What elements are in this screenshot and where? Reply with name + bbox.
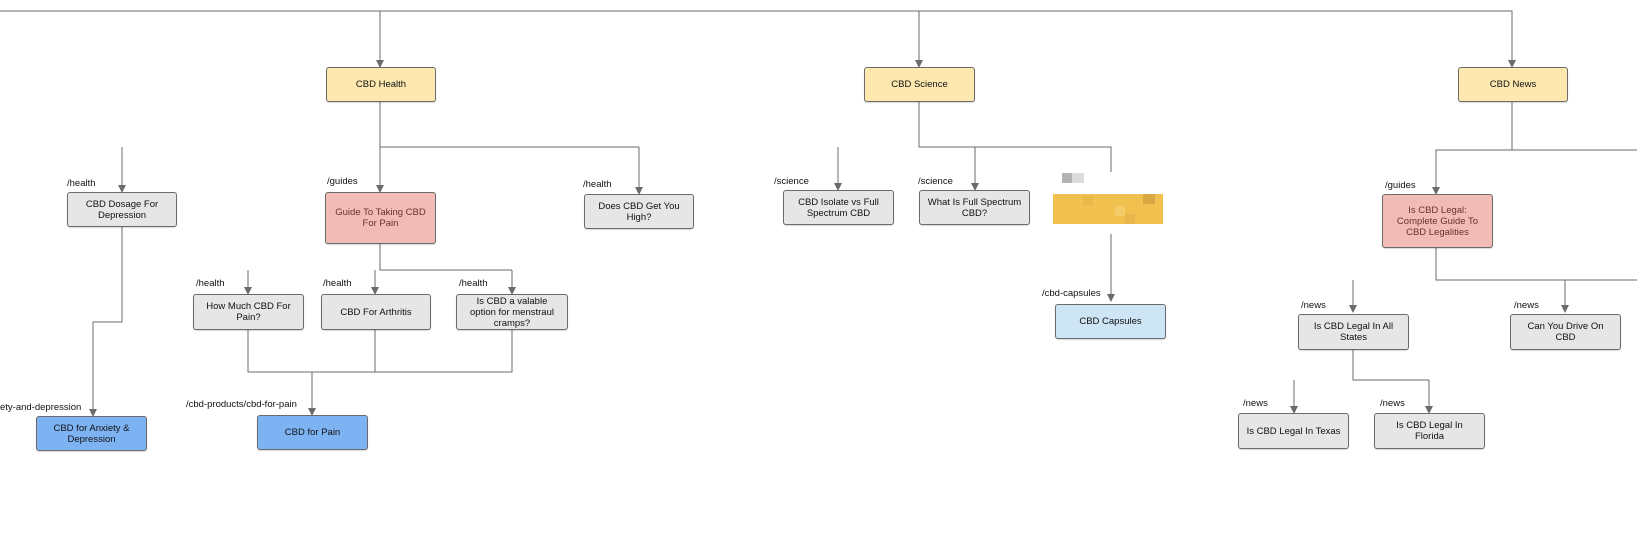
node-cbd-health[interactable]: CBD Health (326, 67, 436, 102)
node-label: CBD Dosage For Depression (85, 198, 159, 221)
node-label: CBD for Anxiety & Depression (53, 422, 130, 445)
node-is-cbd-legal-guide[interactable]: Is CBD Legal: Complete Guide To CBD Lega… (1382, 194, 1493, 248)
node-cbd-for-pain[interactable]: CBD for Pain (257, 415, 368, 450)
node-label: CBD Science (891, 79, 948, 90)
route-label: ety-and-depression (0, 402, 82, 413)
edge-to-legal-guide (1432, 149, 1512, 195)
node-label: CBD Capsules (1079, 316, 1142, 327)
legal-guide-bus (1435, 248, 1637, 281)
route-label: /health (583, 179, 612, 190)
all-states-bus (1352, 350, 1429, 381)
route-label: /health (196, 278, 225, 289)
health-bus (379, 102, 639, 148)
node-label: What Is Full Spectrum CBD? (927, 196, 1022, 219)
node-does-cbd-get-you-high[interactable]: Does CBD Get You High? (584, 194, 694, 229)
route-label: /health (323, 278, 352, 289)
node-can-you-drive-on-cbd[interactable]: Can You Drive On CBD (1510, 314, 1621, 350)
route-label: /guides (327, 176, 358, 187)
node-label: CBD for Pain (284, 427, 341, 438)
edge-to-anxiety (89, 227, 123, 417)
node-label: Is CBD Legal In Florida (1396, 420, 1463, 442)
top-bus-line (0, 10, 1516, 68)
redacted-node (1053, 194, 1163, 224)
route-label: /guides (1385, 180, 1416, 191)
node-cbd-science[interactable]: CBD Science (864, 67, 975, 102)
node-label: Is CBD a valable option for menstraul cr… (470, 295, 554, 329)
node-label: CBD News (1489, 79, 1537, 90)
route-label: /news (1380, 398, 1405, 409)
node-label: Is CBD Legal In All States (1313, 321, 1394, 343)
node-cbd-dosage-depression[interactable]: CBD Dosage For Depression (67, 192, 177, 227)
route-label: /science (918, 176, 953, 187)
route-label: /science (774, 176, 809, 187)
pain-merge (247, 330, 513, 373)
route-label: /cbd-products/cbd-for-pain (186, 399, 297, 410)
node-label: Does CBD Get You High? (598, 200, 680, 223)
node-label: Is CBD Legal In Texas (1246, 425, 1341, 437)
node-guide-taking-cbd-pain[interactable]: Guide To Taking CBD For Pain (325, 192, 436, 244)
node-how-much-cbd-pain[interactable]: How Much CBD For Pain? (193, 294, 304, 330)
route-label: /news (1514, 300, 1539, 311)
redacted-label (1062, 173, 1084, 183)
node-label: Is CBD Legal: Complete Guide To CBD Lega… (1396, 204, 1479, 238)
route-label: /news (1301, 300, 1326, 311)
route-label: /news (1243, 398, 1268, 409)
node-cbd-capsules[interactable]: CBD Capsules (1055, 304, 1166, 339)
node-cbd-menstrual-cramps[interactable]: Is CBD a valable option for menstraul cr… (456, 294, 568, 330)
route-label: /health (459, 278, 488, 289)
node-label: CBD For Arthritis (340, 306, 412, 318)
node-cbd-news[interactable]: CBD News (1458, 67, 1568, 102)
node-what-is-full-spectrum[interactable]: What Is Full Spectrum CBD? (919, 190, 1030, 225)
route-label: /cbd-capsules (1042, 288, 1101, 299)
node-label: Can You Drive On CBD (1527, 321, 1604, 343)
node-label: Guide To Taking CBD For Pain (335, 207, 426, 229)
node-is-cbd-legal-texas[interactable]: Is CBD Legal In Texas (1238, 413, 1349, 449)
science-bus (918, 102, 1112, 172)
route-label: /health (67, 178, 96, 189)
node-label: CBD Isolate vs Full Spectrum CBD (798, 196, 879, 219)
node-label: How Much CBD For Pain? (206, 301, 291, 323)
node-cbd-for-arthritis[interactable]: CBD For Arthritis (321, 294, 431, 330)
node-cbd-anxiety-depression[interactable]: CBD for Anxiety & Depression (36, 416, 147, 451)
guide-pain-bus (379, 244, 512, 271)
node-is-cbd-legal-all-states[interactable]: Is CBD Legal In All States (1298, 314, 1409, 350)
node-is-cbd-legal-florida[interactable]: Is CBD Legal In Florida (1374, 413, 1485, 449)
node-cbd-isolate-vs-full[interactable]: CBD Isolate vs Full Spectrum CBD (783, 190, 894, 225)
node-label: CBD Health (355, 79, 407, 90)
news-bus (1511, 102, 1637, 151)
